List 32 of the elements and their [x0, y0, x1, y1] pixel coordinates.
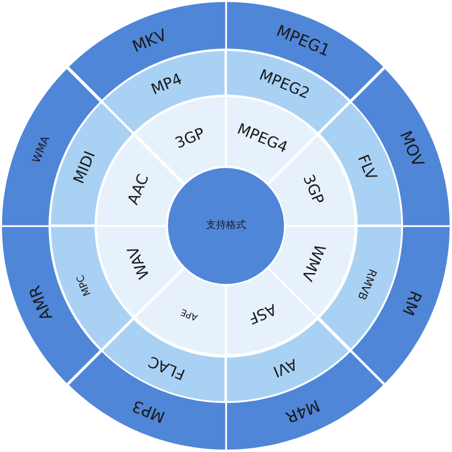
format-label: WAV [125, 244, 152, 281]
format-label: FLAC [147, 353, 188, 382]
format-label: FLV [355, 152, 379, 182]
format-label: 3GP [173, 126, 207, 152]
ring-segment [352, 68, 450, 225]
format-label: MPC [76, 272, 94, 296]
format-label: RM [399, 288, 424, 318]
format-label: ASF [246, 300, 278, 326]
format-label: AAC [126, 172, 152, 208]
format-label: AMR [26, 283, 55, 322]
format-label: AVI [270, 356, 298, 379]
format-label: MP3 [130, 397, 168, 426]
ring-segment [103, 320, 225, 401]
format-label: WMV [299, 242, 328, 283]
ring-segment [68, 352, 225, 450]
format-label: MKV [130, 26, 169, 55]
ring-segment [227, 2, 384, 100]
format-label: RMVB [356, 268, 379, 302]
format-label: M4R [283, 397, 322, 426]
ring-segment [2, 227, 100, 384]
center-label: 支持格式 [206, 221, 246, 231]
format-label: MOV [396, 129, 426, 170]
format-label: MP4 [150, 72, 185, 98]
ring-segment [227, 352, 384, 450]
format-label: 3GP [300, 172, 326, 207]
center-circle [168, 168, 284, 284]
ring-segment [68, 2, 225, 100]
ring-segment [352, 227, 450, 384]
format-label: APE [180, 306, 200, 321]
ring-segment [2, 68, 100, 225]
format-label: WMA [30, 134, 52, 164]
format-label: MIDI [72, 149, 98, 186]
